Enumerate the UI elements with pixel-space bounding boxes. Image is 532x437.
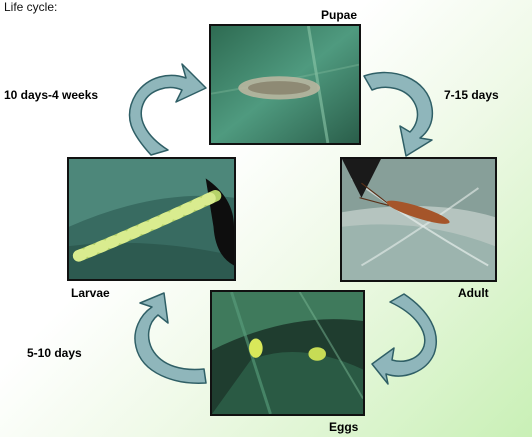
stage-label-adult: Adult [458,286,489,300]
egg-2 [308,347,326,361]
duration-label-larvae-to-pupae: 10 days-4 weeks [4,88,98,102]
diagram-title: Life cycle: [4,0,57,14]
larvae-photo [67,157,236,281]
eggs-photo [210,290,365,416]
arrow-pupae-to-adult [362,66,436,158]
duration-label-pupae-to-adult: 7-15 days [444,88,499,102]
stage-label-larvae: Larvae [71,286,110,300]
adult-moth-photo [340,157,497,282]
duration-label-eggs-to-larvae: 5-10 days [27,346,82,360]
stage-label-pupae: Pupae [321,8,357,22]
arrow-larvae-to-pupae [118,62,208,158]
arrow-adult-to-eggs [370,292,442,384]
pupae-photo [209,24,361,145]
arrow-eggs-to-larvae [128,291,208,387]
stage-label-eggs: Eggs [329,420,358,434]
egg-1 [249,338,263,357]
